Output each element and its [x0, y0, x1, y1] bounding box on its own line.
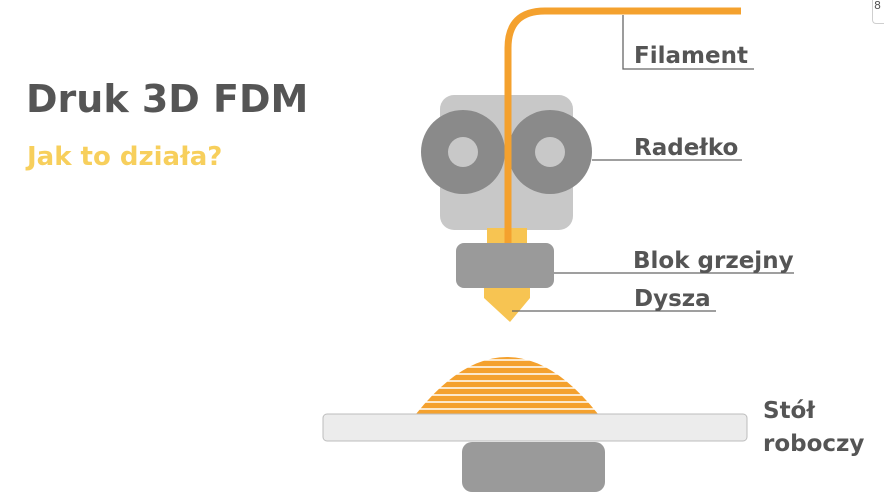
- drive-gear-right-hub: [535, 137, 565, 167]
- print-bed: [322, 413, 748, 442]
- drive-gear-left-hub: [448, 137, 478, 167]
- bed-support: [462, 442, 605, 492]
- drive-gear-label: Radełko: [634, 135, 738, 161]
- filament-leader-line: [622, 15, 754, 70]
- heater-block: [456, 243, 554, 288]
- nozzle-label: Dysza: [634, 286, 711, 312]
- print-bed-label-line1: Stół: [763, 398, 815, 424]
- nozzle: [484, 288, 530, 322]
- filament-label: Filament: [634, 43, 748, 69]
- page-title: Druk 3D FDM: [26, 77, 309, 121]
- heater-block-label: Blok grzejny: [633, 248, 794, 274]
- page-subtitle: Jak to działa?: [27, 142, 223, 172]
- edge-scroll-icon[interactable]: 8: [872, 0, 884, 24]
- printed-object: [400, 331, 620, 414]
- print-bed-label-line2: roboczy: [763, 431, 864, 457]
- filament-strand: [504, 7, 741, 246]
